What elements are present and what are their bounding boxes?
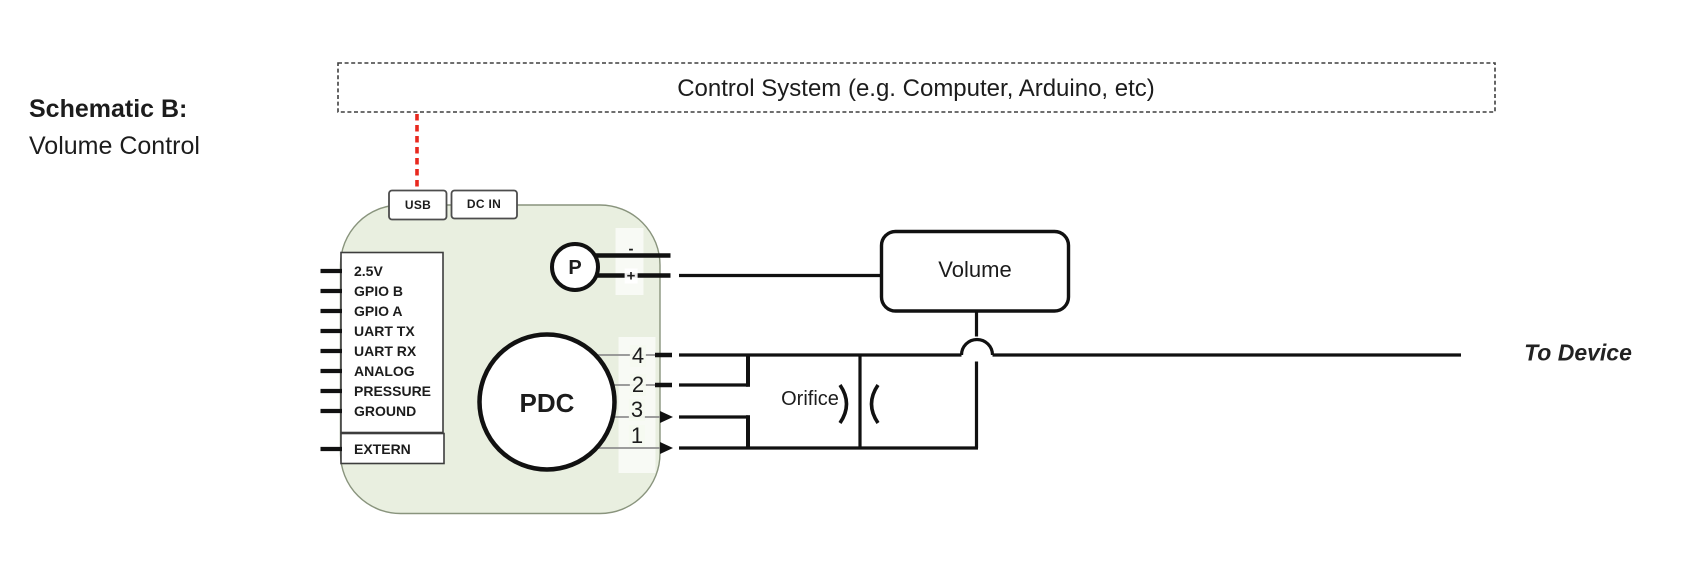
pin-label: UART TX: [354, 323, 415, 339]
pressure-port-plus-label: +: [624, 267, 638, 285]
control-system-box: [337, 62, 1496, 113]
pin-label: GPIO A: [354, 303, 403, 319]
volume-label: Volume: [938, 257, 1012, 282]
usb-port-tab: [388, 189, 448, 221]
pump-circle: [477, 332, 617, 472]
pressure-sensor-label: P: [568, 257, 582, 279]
port-1-arrow: [660, 442, 673, 454]
pump-port-label: 1: [628, 423, 646, 448]
schematic-title: Schematic B:: [29, 95, 188, 123]
pump-port-label: 2: [629, 372, 647, 397]
pump-port-label: 3: [628, 397, 646, 422]
pin-label: PRESSURE: [354, 383, 432, 399]
tubing-lines: [679, 273, 1461, 450]
extern-box: [340, 432, 445, 465]
pin-stubs: [320, 268, 342, 452]
orifice-symbol-right: [869, 383, 880, 425]
pin-label: GROUND: [354, 403, 417, 419]
usb-port-label: USB: [404, 198, 432, 212]
dc-in-label: DC IN: [466, 197, 502, 211]
dc-in-tab: [450, 189, 518, 220]
line-jump-arc: [959, 337, 995, 356]
pump-label: PDC: [519, 388, 575, 418]
extern-pin-label: EXTERN: [354, 441, 411, 457]
pump-port-label: 4: [629, 343, 647, 368]
orifice-label: Orifice: [781, 388, 839, 410]
pin-label: GPIO B: [354, 283, 404, 299]
pin-label: UART RX: [354, 343, 417, 359]
schematic-subtitle: Volume Control: [29, 132, 200, 160]
volume-box: [879, 229, 1071, 313]
control-system-label: Control System (e.g. Computer, Arduino, …: [677, 75, 1155, 102]
to-device-label: To Device: [1524, 339, 1632, 366]
pressure-port-minus-label: -: [628, 240, 634, 258]
pin-header-box: [340, 251, 444, 434]
orifice-symbol-left: [838, 383, 849, 425]
pressure-port-strip: [615, 228, 644, 295]
pin-label: 2.5V: [354, 263, 383, 279]
port-3-arrow: [660, 411, 673, 423]
pressure-sensor-circle: [550, 242, 600, 292]
pin-label: ANALOG: [354, 363, 415, 379]
